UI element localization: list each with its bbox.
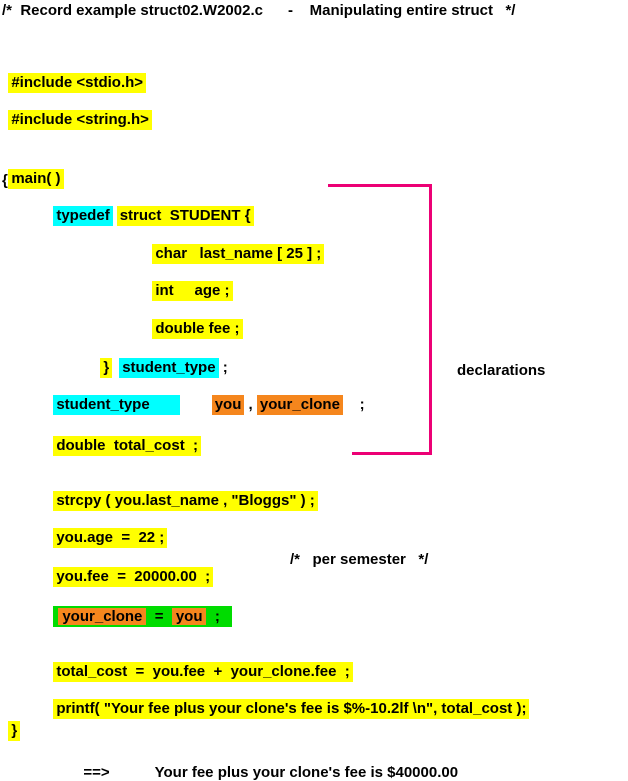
clone-var: your_clone [58, 608, 147, 625]
declarations-bracket-top [328, 184, 432, 187]
per-semester-comment: /* per semester */ [290, 551, 429, 568]
total-assign-statement: total_cost = you.fee + your_clone.fee ; [53, 662, 353, 682]
clone-equals: = [146, 608, 172, 625]
age-assign-statement: you.age = 22 ; [53, 528, 168, 548]
file-comment: /* Record example struct02.W2002.c - Man… [2, 2, 516, 19]
close-brace: } [8, 721, 21, 741]
decl-comma: , [244, 396, 257, 413]
decl-var-your-clone: your_clone [256, 395, 343, 415]
decl-var-you: you [211, 395, 245, 415]
total-assign-line: total_cost = you.fee + your_clone.fee ; [45, 645, 353, 682]
struct-typename: student_type [119, 358, 219, 378]
output-text: Your fee plus your clone's fee is $40000… [154, 764, 459, 781]
printf-statement: printf( "Your fee plus your clone's fee … [53, 699, 530, 719]
variable-decl-line: student_type you , your_clone ; [45, 378, 365, 415]
close-brace-line: } [0, 704, 21, 741]
typedef-keyword: typedef [53, 206, 113, 226]
include-string: #include <string.h> [8, 110, 152, 130]
struct-close-line: } student_type ; [92, 341, 228, 378]
member-int: int age ; [152, 281, 233, 301]
clone-semicolon: ; [206, 608, 229, 625]
member-double: double fee ; [152, 319, 243, 339]
declarations-label: declarations [457, 362, 546, 379]
clone-assign-line: your_clone = you ; [45, 589, 233, 627]
declarations-bracket-right [429, 184, 432, 455]
include-stdio: #include <stdio.h> [8, 73, 147, 93]
include-stdio-line: #include <stdio.h> [0, 56, 147, 93]
include-string-line: #include <string.h> [0, 93, 152, 130]
total-cost-decl: double total_cost ; [53, 436, 202, 456]
main-function: main( ) [8, 169, 64, 189]
declarations-bracket-bottom [352, 452, 432, 455]
main-line: main( ) [0, 152, 64, 189]
output-arrow-icon: ==> [83, 764, 110, 781]
member-char-line: char last_name [ 25 ] ; [144, 227, 325, 264]
clone-assign-highlight: your_clone = you ; [53, 606, 233, 627]
struct-close-semicolon: ; [218, 359, 228, 376]
member-int-line: int age ; [144, 264, 233, 301]
fee-assign-line: you.fee = 20000.00 ; [45, 550, 214, 587]
strcpy-statement: strcpy ( you.last_name , "Bloggs" ) ; [53, 491, 318, 511]
strcpy-line: strcpy ( you.last_name , "Bloggs" ) ; [45, 474, 318, 511]
struct-close-brace: } [100, 358, 113, 378]
struct-header: struct STUDENT { [116, 206, 254, 226]
member-char: char last_name [ 25 ] ; [152, 244, 325, 264]
clone-you: you [171, 608, 207, 625]
program-output-line: ==> Your fee plus your clone's fee is $40… [75, 747, 458, 781]
decl-semicolon: ; [342, 396, 365, 413]
member-double-line: double fee ; [144, 302, 243, 339]
age-assign-line: you.age = 22 ; [45, 511, 168, 548]
decl-typename: student_type [53, 395, 180, 415]
printf-line: printf( "Your fee plus your clone's fee … [45, 682, 530, 719]
fee-assign-statement: you.fee = 20000.00 ; [53, 567, 214, 587]
total-cost-decl-line: double total_cost ; [45, 419, 202, 456]
open-brace: { [2, 172, 8, 189]
